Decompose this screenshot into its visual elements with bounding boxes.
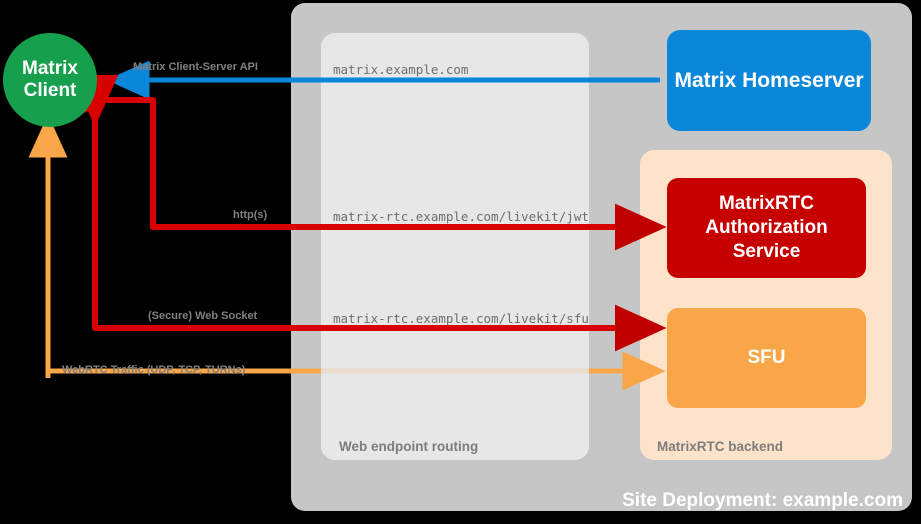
edge-label-https: http(s) xyxy=(233,209,268,221)
matrix-homeserver-box[interactable] xyxy=(667,30,871,131)
endpoint-url-matrix: matrix.example.com xyxy=(333,62,469,77)
sfu-box[interactable] xyxy=(667,308,866,408)
endpoint-url-livekit-jwt: matrix-rtc.example.com/livekit/jwt xyxy=(333,209,589,224)
site-deployment-title: Site Deployment: example.com xyxy=(622,490,903,511)
web-endpoint-routing-title: Web endpoint routing xyxy=(339,439,479,454)
edge-label-matrix-cs-api: Matrix Client-Server API xyxy=(133,61,258,73)
matrix-client-label: Matrix Client xyxy=(22,58,78,102)
routing-panel-overlay xyxy=(321,33,589,460)
endpoint-url-livekit-sfu: matrix-rtc.example.com/livekit/sfu xyxy=(333,311,589,326)
matrix-client-node[interactable] xyxy=(3,33,97,127)
edge-label-webrtc-traffic: WebRTC Traffic (UDP, TCP, TURNs) xyxy=(62,364,246,376)
matrixrtc-authorization-service-box[interactable] xyxy=(667,178,866,278)
matrix-client-label-line2: Client xyxy=(23,80,77,101)
matrixrtc-backend-title: MatrixRTC backend xyxy=(657,439,784,454)
edge-websocket-to-sfu xyxy=(71,75,667,352)
matrix-client-label-wrap: Matrix Client xyxy=(3,33,97,127)
edge-label-websocket: (Secure) Web Socket xyxy=(148,310,258,322)
matrix-client-label-line1: Matrix xyxy=(22,58,78,79)
